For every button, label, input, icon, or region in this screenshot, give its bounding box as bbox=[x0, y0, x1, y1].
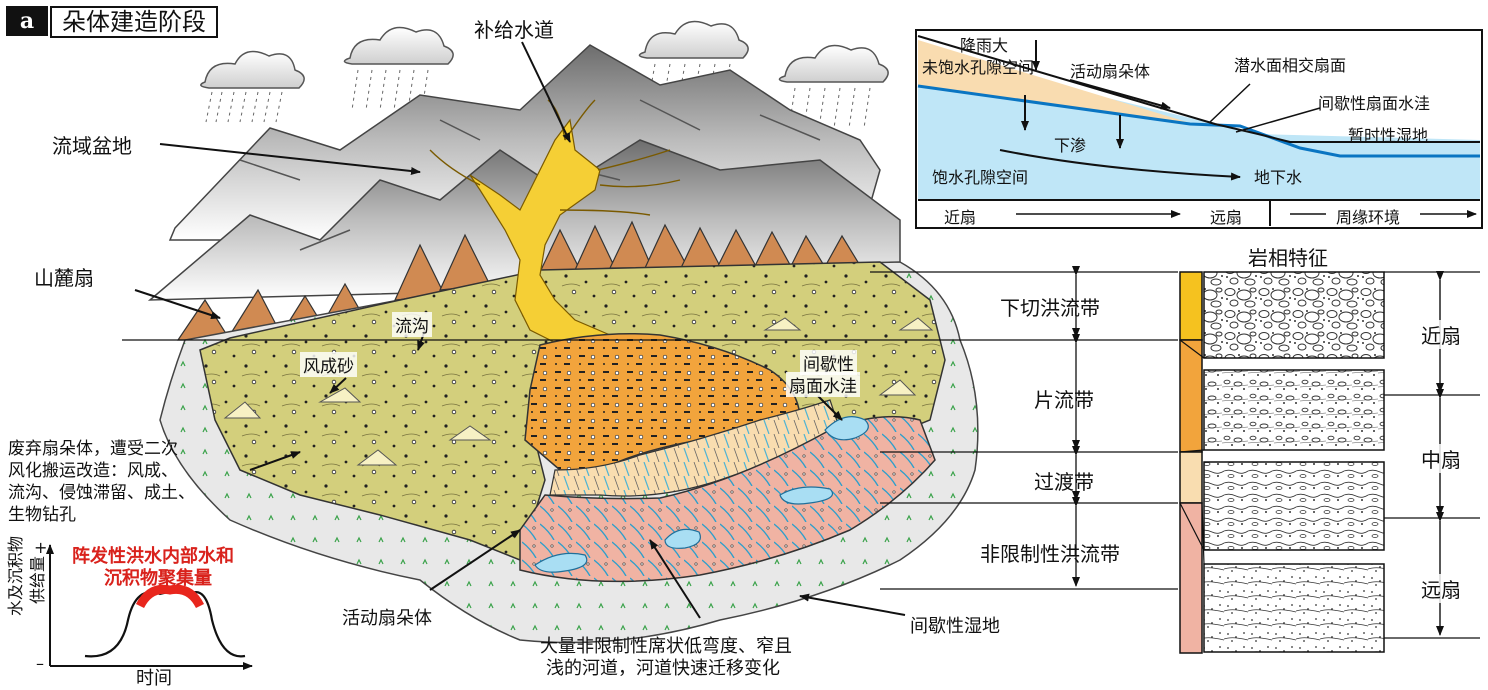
zone-incised-flow: 下切洪流带 bbox=[1000, 296, 1100, 320]
eolian-sand-patches bbox=[223, 317, 934, 466]
supply-graph bbox=[46, 544, 253, 670]
graph-ylabel-1: 水及沉积物 bbox=[6, 535, 25, 616]
label-eolian-sand: 风成砂 bbox=[300, 352, 357, 377]
inset-heavy-rain: 降雨大 bbox=[960, 36, 1009, 55]
facies-column bbox=[1179, 271, 1480, 654]
label-abandoned-4: 生物钻孔 bbox=[8, 505, 76, 525]
inset-pond: 间歇性扇面水洼 bbox=[1318, 94, 1431, 113]
label-pond-2: 扇面水洼 bbox=[786, 372, 860, 397]
zone-bands bbox=[122, 266, 1178, 590]
inset-infiltration: 下渗 bbox=[1054, 136, 1087, 155]
label-intermittent-wetland: 间歇性湿地 bbox=[910, 616, 1000, 637]
unconfined-flow-zone-area bbox=[519, 415, 936, 583]
feeder-tributaries bbox=[429, 99, 681, 216]
graph-minus: – bbox=[36, 654, 44, 673]
inset-active-lobe: 活动扇朵体 bbox=[1070, 62, 1151, 81]
zone-sheet-flow: 片流带 bbox=[1034, 388, 1094, 412]
transition-zone-area bbox=[549, 399, 841, 497]
zone-transition: 过渡带 bbox=[1034, 470, 1094, 494]
panel-title: 朵体建造阶段 bbox=[50, 6, 218, 38]
inset-temporary-wetland: 暂时性湿地 bbox=[1348, 126, 1429, 145]
zone-unconfined-flow: 非限制性洪流带 bbox=[980, 542, 1120, 566]
label-gully: 流沟 bbox=[392, 312, 432, 337]
clouds bbox=[200, 20, 889, 129]
graph-ylabel-2: 供给量 bbox=[28, 555, 47, 604]
inset-saturated: 饱水孔隙空间 bbox=[932, 168, 1029, 187]
facies-proximal: 近扇 bbox=[1418, 320, 1464, 349]
graph-xlabel: 时间 bbox=[136, 668, 172, 689]
label-abandoned-3: 流沟、侵蚀滞留、成土、 bbox=[8, 483, 195, 503]
graph-plus: + bbox=[34, 538, 48, 557]
inset-groundwater: 地下水 bbox=[1254, 168, 1303, 187]
label-abandoned-2: 风化搬运改造：风成、 bbox=[8, 461, 178, 481]
leader-lines bbox=[134, 41, 906, 619]
graph-note-1: 阵发性洪水内部水和 bbox=[72, 546, 234, 567]
label-drainage-basin: 流域盆地 bbox=[52, 134, 132, 158]
label-channels-1: 大量非限制性席状低弯度、窄且 bbox=[540, 636, 792, 657]
inset-proximal: 近扇 bbox=[944, 208, 977, 227]
ponds bbox=[534, 416, 869, 573]
label-pond-1: 间歇性 bbox=[800, 350, 857, 375]
facies-distal: 远扇 bbox=[1418, 574, 1464, 603]
inset-cross-section bbox=[915, 29, 1483, 229]
sheet-flood-zone-area bbox=[524, 333, 801, 471]
label-active-lobe: 活动扇朵体 bbox=[342, 608, 432, 629]
label-piedmont-fan: 山麓扇 bbox=[34, 266, 94, 290]
label-channels-2: 浅的河道，河道快速迁移变化 bbox=[546, 658, 780, 679]
label-abandoned-1: 废弃扇朵体，遭受二次 bbox=[8, 439, 178, 459]
facies-middle: 中扇 bbox=[1418, 444, 1464, 473]
inset-unsaturated: 未饱水孔隙空间 bbox=[922, 58, 1035, 77]
label-supply-channel: 补给水道 bbox=[474, 18, 554, 42]
facies-title: 岩相特征 bbox=[1248, 246, 1328, 270]
panel-tag: a bbox=[6, 6, 48, 36]
graph-note-2: 沉积物聚集量 bbox=[104, 568, 212, 589]
inset-water-table-intersect: 潜水面相交扇面 bbox=[1234, 56, 1347, 75]
inset-periphery: 周缘环境 bbox=[1336, 208, 1401, 227]
inset-distal: 远扇 bbox=[1210, 208, 1243, 227]
